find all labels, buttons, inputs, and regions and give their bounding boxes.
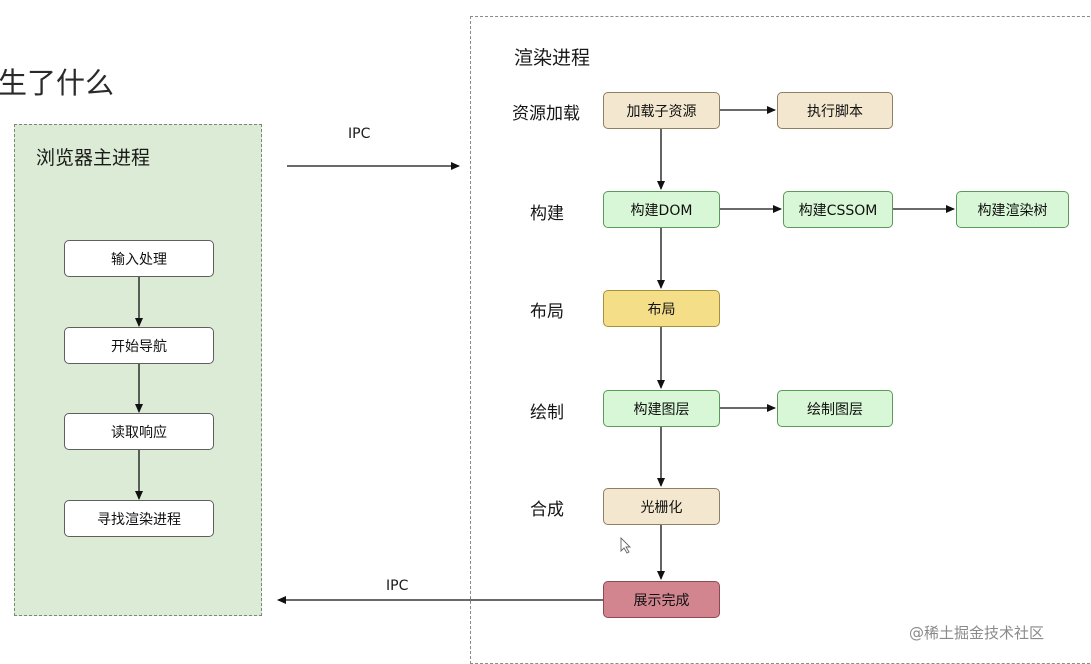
stage-label-layout: 布局 (530, 302, 564, 322)
ipc-label-to-render: IPC (348, 126, 371, 142)
node-execute-script: 执行脚本 (777, 92, 893, 129)
stage-label-paint: 绘制 (530, 403, 564, 423)
step-input-handling: 输入处理 (64, 240, 214, 277)
step-find-render-process: 寻找渲染进程 (64, 500, 214, 537)
node-layout: 布局 (603, 290, 720, 327)
node-load-subresources: 加载子资源 (603, 92, 720, 129)
node-paint-layers: 绘制图层 (777, 390, 893, 427)
node-build-dom: 构建DOM (603, 191, 720, 228)
stage-label-composite: 合成 (530, 500, 564, 520)
ipc-label-to-main: IPC (386, 578, 409, 594)
stage-label-build: 构建 (530, 204, 564, 224)
stage-label-load: 资源加载 (512, 104, 580, 124)
page-title: 生了什么 (0, 66, 115, 100)
step-start-navigation: 开始导航 (64, 327, 214, 364)
main-process-container (14, 124, 262, 616)
watermark: @稀土掘金技术社区 (909, 624, 1045, 642)
render-process-title: 渲染进程 (514, 47, 591, 69)
node-build-layers: 构建图层 (603, 390, 720, 427)
node-build-cssom: 构建CSSOM (783, 191, 893, 228)
main-process-title: 浏览器主进程 (36, 147, 151, 169)
node-build-render-tree: 构建渲染树 (956, 191, 1069, 228)
node-rasterize: 光栅化 (603, 488, 720, 525)
step-read-response: 读取响应 (64, 413, 214, 450)
node-display-done: 展示完成 (603, 581, 720, 618)
